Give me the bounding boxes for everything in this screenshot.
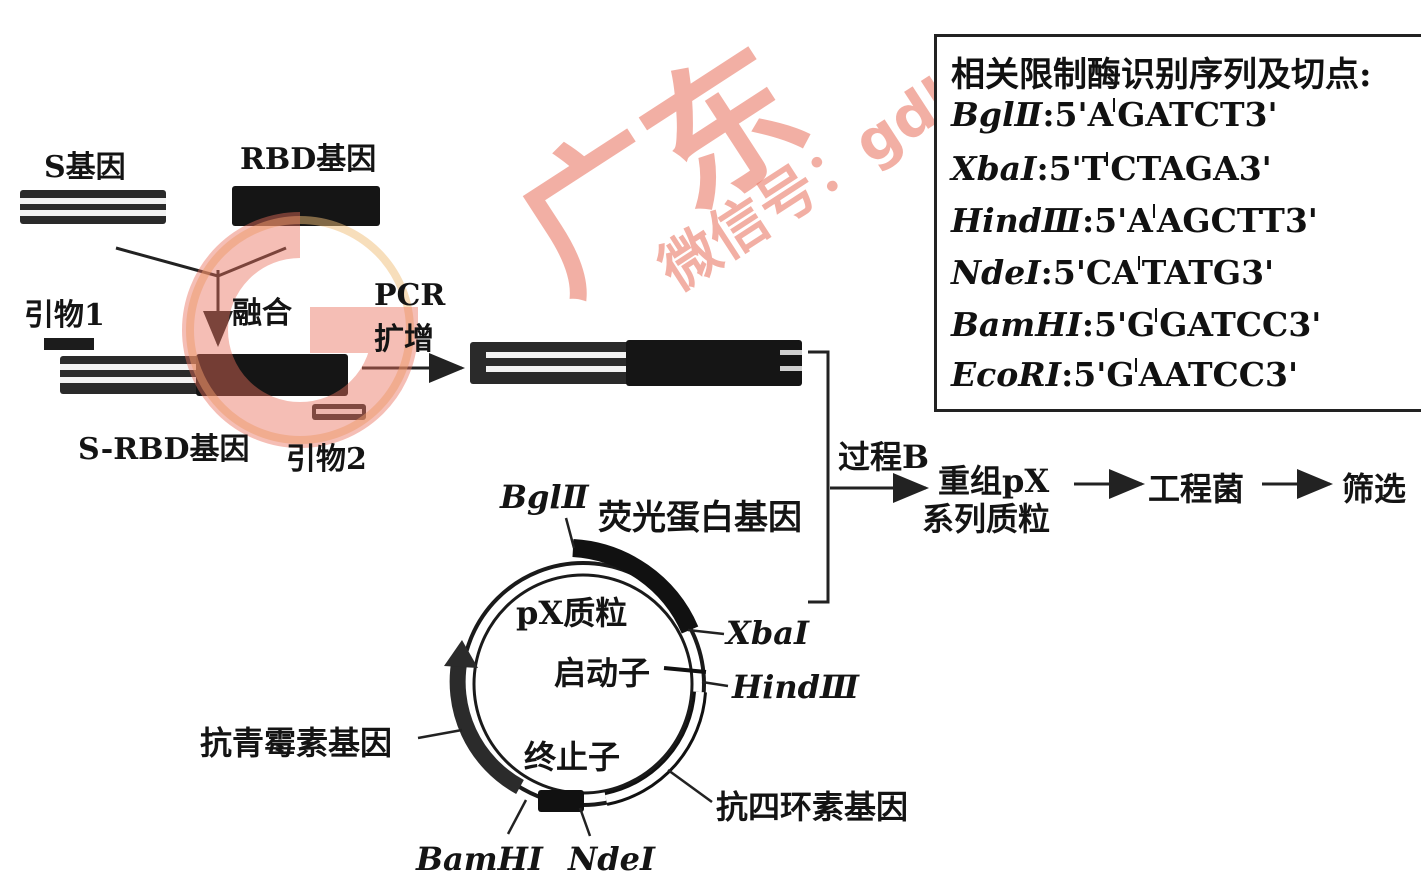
fusion-arrows (115, 246, 287, 347)
plasmid-name-label: pX质粒 (516, 594, 628, 632)
enzyme-name: HindⅢ (951, 201, 1082, 240)
tetracycline-gene-label: 抗四环素基因 (716, 788, 909, 826)
bamh1-site-label: BamHⅠ (416, 840, 543, 878)
enzyme-name: BglⅡ (951, 95, 1043, 134)
promoter-label: 启动子 (554, 654, 651, 692)
process-bracket (808, 350, 830, 604)
penicillin-gene-arrowhead (444, 640, 478, 668)
enzyme-table-title: 相关限制酶识别序列及切点: (951, 55, 1372, 95)
plasmid-label-pointers (417, 517, 729, 837)
terminator-label: 终止子 (524, 738, 621, 776)
enzyme-seq-right: GATCT3' (1117, 95, 1278, 134)
s-rbd-gene-dna (60, 354, 348, 396)
amplified-gene-dna (470, 340, 802, 386)
process-b-label: 过程B (838, 438, 930, 476)
primer2-strand (312, 404, 366, 420)
screening-label: 筛选 (1342, 470, 1407, 508)
recombinant-plasmid-label-line1: 重组pX (938, 462, 1050, 500)
s-rbd-gene-label: S-RBD基因 (78, 432, 250, 467)
enzyme-seq-right: GATCC3' (1159, 305, 1322, 344)
enzyme-seq-left: :5'A (1081, 201, 1153, 240)
primer2-label: 引物2 (286, 442, 367, 477)
rbd-gene-label: RBD基因 (240, 142, 377, 177)
enzyme-name: EcoRⅠ (951, 355, 1062, 394)
fusion-label: 融合 (232, 296, 292, 331)
fluorescent-gene-label: 荧光蛋白基因 (598, 498, 802, 538)
enzyme-seq-right: AGCTT3' (1156, 201, 1318, 240)
enzyme-seq-left: :5'G (1081, 305, 1156, 344)
amplify-label: 扩增 (374, 322, 434, 357)
enzyme-seq-left: :5'T (1036, 149, 1107, 188)
promoter-mark (663, 666, 707, 674)
enzyme-name: XbaⅠ (951, 149, 1037, 188)
enzyme-seq-right: AATCC3' (1138, 355, 1299, 394)
s-gene-dna (20, 190, 166, 224)
recombinant-plasmid-label-line2: 系列质粒 (922, 500, 1051, 538)
hind3-site-label: HindⅢ (732, 668, 859, 706)
penicillin-gene-segment (449, 656, 524, 795)
enzyme-name: NdeⅠ (951, 253, 1041, 292)
enzyme-seq-right: CTAGA3' (1110, 149, 1272, 188)
enzyme-seq-left: :5'CA (1040, 253, 1138, 292)
pcr-label: PCR (374, 278, 446, 313)
terminator-block (538, 790, 584, 812)
engineered-bacteria-label: 工程菌 (1148, 470, 1245, 508)
rbd-gene-dna (232, 186, 380, 226)
enzyme-name: BamHⅠ (951, 305, 1082, 344)
primer1-label: 引物1 (24, 298, 105, 333)
nde1-site-label: NdeⅠ (568, 840, 655, 878)
s-gene-label: S基因 (44, 150, 126, 185)
enzyme-seq-left: :5'A (1042, 95, 1114, 134)
watermark-logo (182, 212, 419, 448)
enzyme-seq-right: TATG3' (1141, 253, 1275, 292)
primer1-strand (44, 338, 94, 350)
penicillin-gene-label: 抗青霉素基因 (200, 724, 393, 762)
fluorescent-gene-segment (572, 539, 699, 634)
xba1-site-label: XbaⅠ (726, 614, 809, 652)
enzyme-seq-left: :5'G (1061, 355, 1135, 394)
bgl2-site-label: BglⅡ (500, 478, 589, 516)
